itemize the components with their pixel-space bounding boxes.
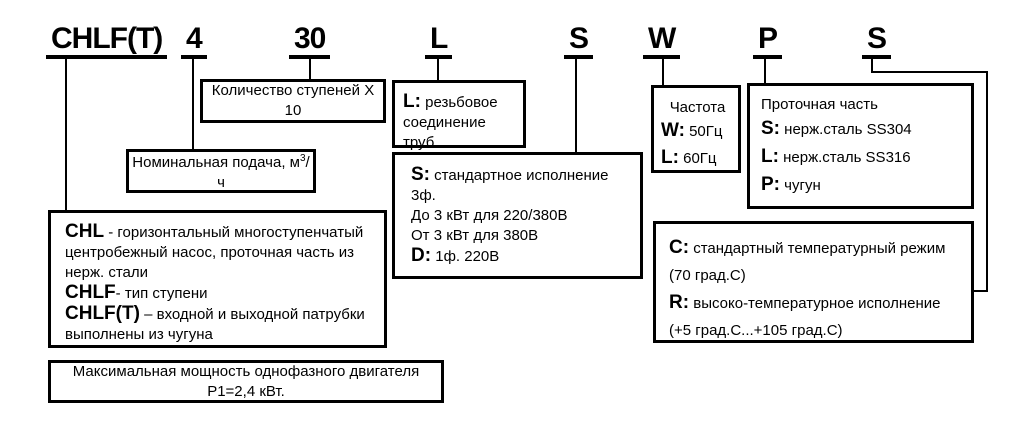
wetted-p-label: чугун xyxy=(780,177,821,194)
thread-connection-box: L: резьбовое соединение труб xyxy=(392,80,526,151)
series-entry: CHLF(T) – входной и выходной патрубки вы… xyxy=(65,304,374,345)
temp-code-r: R: xyxy=(669,292,690,313)
connector-line xyxy=(437,57,439,83)
series-entry: CHL - горизонтальный многоступенчатый це… xyxy=(65,222,374,283)
wetted-code-s: S: xyxy=(761,118,780,139)
connector-line xyxy=(764,57,766,85)
connector-line xyxy=(871,57,873,73)
frequency-code-w: W: xyxy=(661,120,685,141)
connector-line xyxy=(65,57,67,210)
series-entry: CHLF- тип ступени xyxy=(65,283,374,304)
connector-line xyxy=(973,290,988,292)
wetted-parts-title: Проточная часть xyxy=(761,96,878,113)
model-code-30: 30 xyxy=(289,24,331,59)
series-code-chlf: CHLF xyxy=(65,282,116,303)
power-supply-line: 3ф. xyxy=(411,187,436,204)
flow-text: Номинальная подача, м xyxy=(132,154,300,171)
model-code-p: P xyxy=(753,24,783,59)
temp-r-label: высоко-температурное исполнение xyxy=(689,295,941,312)
temp-code-c: C: xyxy=(669,237,690,258)
flow-sup: 3 xyxy=(299,153,306,164)
series-description-box: CHL - горизонтальный многоступенчатый це… xyxy=(48,210,387,348)
std-label: стандартное исполнение xyxy=(430,167,609,184)
thread-label: резьбовое соединение труб xyxy=(403,94,498,151)
single-phase-label: 1ф. 220В xyxy=(431,248,500,265)
connector-line xyxy=(986,71,988,292)
stages-box: Количество ступеней Х 10 xyxy=(200,79,386,123)
max-power-box: Максимальная мощность однофазного двигат… xyxy=(48,360,444,403)
connector-line xyxy=(662,57,664,87)
series-chl-label: - горизонтальный многоступенчатый центро… xyxy=(65,224,364,281)
flow-text-after: /ч xyxy=(217,154,310,191)
power-supply-line: От 3 кВт для 380В xyxy=(411,227,539,244)
model-code-s2: S xyxy=(862,24,892,59)
power-supply-box: S: стандартное исполнение 3ф. До 3 кВт д… xyxy=(392,152,643,279)
frequency-box: Частота W: 50Гц L: 60Гц xyxy=(651,85,741,173)
series-code-chlft: CHLF(T) xyxy=(65,303,140,324)
model-code-chlft: CHLF(T) xyxy=(46,24,168,59)
nominal-flow-label: Номинальная подача, м3/ч xyxy=(129,149,313,193)
frequency-w-label: 50Гц xyxy=(684,123,723,140)
series-code-chl: CHL xyxy=(65,221,105,242)
stages-label: Количество ступеней Х 10 xyxy=(211,82,375,119)
temperature-box: C: стандартный температурный режим (70 г… xyxy=(653,221,974,343)
model-code-s1: S xyxy=(564,24,594,59)
wetted-s-label: нерж.сталь SS304 xyxy=(780,121,912,138)
std-code: S: xyxy=(411,164,430,185)
temp-r-note: (+5 град.С...+105 град.С) xyxy=(669,322,843,339)
connector-line xyxy=(575,57,577,154)
model-code-4: 4 xyxy=(181,24,207,59)
series-chlft-label: – входной и выходной патрубки выполнены … xyxy=(65,306,365,343)
single-phase-code: D: xyxy=(411,245,432,266)
series-chlf-label: - тип ступени xyxy=(115,285,208,302)
wetted-code-p: P: xyxy=(761,174,780,195)
frequency-l-label: 60Гц xyxy=(678,150,717,167)
power-supply-line: До 3 кВт для 220/380В xyxy=(411,207,568,224)
connector-line xyxy=(192,57,194,152)
max-power-label: Максимальная мощность однофазного двигат… xyxy=(72,362,420,400)
frequency-title: Частота xyxy=(669,99,726,116)
wetted-code-l: L: xyxy=(761,146,779,167)
model-code-w: W xyxy=(643,24,681,59)
model-code-l: L xyxy=(425,24,453,59)
nominal-flow-box: Номинальная подача, м3/ч xyxy=(126,149,316,193)
temp-c-note: (70 град.С) xyxy=(669,267,746,284)
wetted-parts-box: Проточная часть S: нерж.сталь SS304 L: н… xyxy=(747,83,974,209)
thread-code: L: xyxy=(403,91,421,112)
connector-line xyxy=(871,71,988,73)
temp-c-label: стандартный температурный режим xyxy=(689,240,946,257)
connector-line xyxy=(309,57,311,82)
wetted-l-label: нерж.сталь SS316 xyxy=(778,149,911,166)
frequency-code-l: L: xyxy=(661,147,679,168)
